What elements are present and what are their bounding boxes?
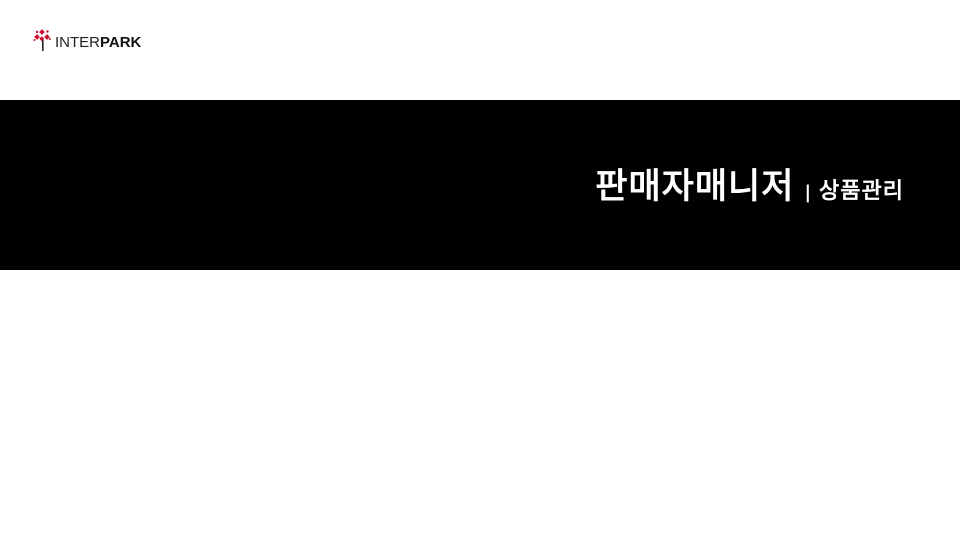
logo-wordmark: INTERPARK <box>55 25 141 55</box>
banner-title-group: 판매자매니저 | 상품관리 <box>595 158 904 209</box>
title-banner: 판매자매니저 | 상품관리 <box>0 100 960 270</box>
interpark-flower-icon <box>33 29 51 51</box>
title-separator: | <box>804 182 812 203</box>
page-subtitle: 상품관리 <box>819 179 904 204</box>
logo-text-park: PARK <box>100 34 142 51</box>
interpark-logo: INTERPARK <box>33 28 141 52</box>
logo-text-inter: INTER <box>55 34 100 51</box>
page-title: 판매자매니저 <box>595 167 795 207</box>
